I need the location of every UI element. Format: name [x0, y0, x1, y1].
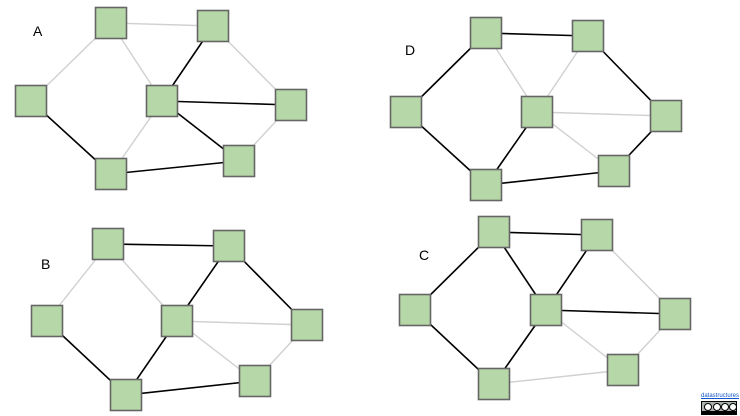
edge-n1-n2 — [107, 243, 230, 247]
node-n2 — [580, 218, 614, 252]
node-n7 — [469, 168, 503, 202]
node-n5 — [649, 99, 683, 133]
graph-label-b: B — [41, 256, 50, 272]
badge-bar — [702, 411, 736, 414]
graph-a: A — [14, 6, 308, 191]
edge-n4-n5 — [161, 100, 292, 106]
credit-area: datastructures — [701, 393, 739, 415]
edge-n7-n6 — [485, 170, 615, 186]
edge-n7-n6 — [110, 160, 240, 175]
node-n6 — [597, 154, 631, 188]
node-n6 — [222, 144, 256, 178]
graph-b: B — [30, 227, 324, 412]
node-n7 — [109, 378, 143, 412]
node-n2 — [196, 9, 230, 43]
node-n3 — [30, 304, 64, 338]
sa-icon — [729, 403, 737, 411]
graph-d: D — [389, 16, 683, 202]
node-n5 — [290, 308, 324, 342]
node-n1 — [94, 6, 128, 40]
nc-icon — [721, 403, 729, 411]
datastructures-link[interactable]: datastructures — [701, 393, 740, 399]
graph-label-a: A — [33, 23, 43, 39]
edge-n4-n5 — [176, 320, 308, 326]
node-n1 — [469, 16, 503, 50]
node-n3 — [389, 95, 423, 129]
cc-icon — [704, 403, 712, 411]
node-n2 — [212, 229, 246, 263]
node-n4 — [520, 95, 554, 129]
node-n7 — [477, 367, 511, 401]
graph-c: C — [398, 215, 692, 401]
edge-n7-n6 — [125, 380, 256, 396]
edge-n1-n2 — [485, 32, 589, 37]
by-icon — [713, 403, 721, 411]
node-n1 — [91, 227, 125, 261]
node-n3 — [14, 84, 48, 118]
node-n6 — [606, 353, 640, 387]
cc-license-badge-icon[interactable] — [701, 401, 737, 415]
node-n1 — [477, 215, 511, 249]
graph-label-d: D — [405, 42, 415, 58]
node-n3 — [398, 293, 432, 327]
node-n4 — [160, 304, 194, 338]
edge-n1-n2 — [110, 22, 214, 27]
node-n4 — [529, 293, 563, 327]
graph-label-c: C — [419, 247, 429, 263]
node-n5 — [658, 297, 692, 331]
node-n5 — [274, 88, 308, 122]
node-n7 — [94, 157, 128, 191]
node-n2 — [571, 19, 605, 53]
edge-n4-n5 — [536, 111, 667, 117]
node-n4 — [145, 84, 179, 118]
node-n6 — [238, 364, 272, 398]
edge-n1-n2 — [493, 231, 598, 236]
edge-n4-n5 — [545, 309, 676, 315]
edge-n7-n6 — [493, 369, 624, 385]
